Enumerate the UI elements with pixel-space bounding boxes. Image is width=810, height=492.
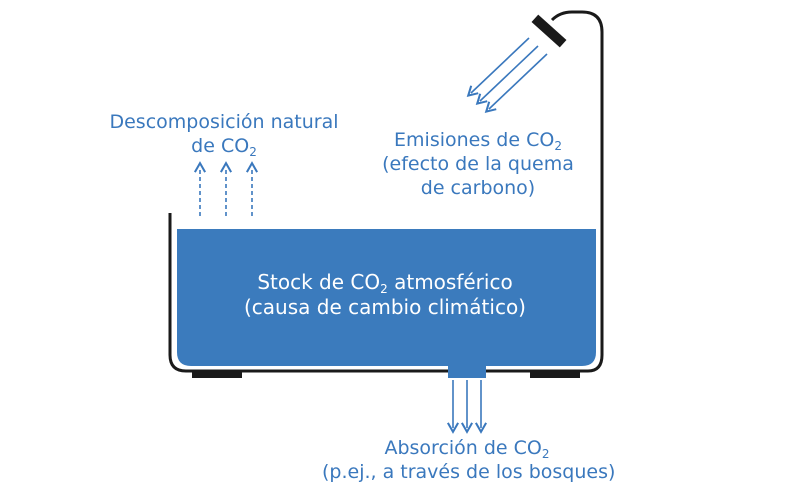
decomposition-line2: de CO xyxy=(191,135,250,157)
emissions-line1: Emisiones de CO xyxy=(394,129,555,151)
stock-label: Stock de CO2 atmosférico (causa de cambi… xyxy=(230,270,540,320)
absorption-label: Absorción de CO2 (p.ej., a través de los… xyxy=(322,437,616,483)
bathtub-outline xyxy=(168,10,604,373)
emissions-line2: (efecto de la quema xyxy=(382,153,574,175)
stock-line1-suffix: atmosférico xyxy=(387,270,513,294)
emissions-line3: de carbono) xyxy=(420,177,536,199)
drain-icon xyxy=(448,364,486,378)
faucet-icon xyxy=(531,14,567,48)
co2-stock-water xyxy=(177,229,596,366)
absorption-line2: (p.ej., a través de los bosques) xyxy=(322,461,616,483)
stock-line2: (causa de cambio climático) xyxy=(244,295,526,319)
bathtub-foot-right xyxy=(530,371,580,378)
emission-arrow xyxy=(484,53,548,114)
decomposition-label: Descomposición natural de CO2 xyxy=(104,110,344,158)
bathtub-foot-left xyxy=(192,371,242,378)
emission-arrow xyxy=(466,37,530,98)
decomposition-line1: Descomposición natural xyxy=(109,111,339,133)
emissions-label: Emisiones de CO2 (efecto de la quema de … xyxy=(368,128,588,200)
absorption-line1: Absorción de CO xyxy=(384,437,542,459)
emission-arrow xyxy=(475,45,539,106)
stock-line1-prefix: Stock de CO xyxy=(257,270,381,294)
